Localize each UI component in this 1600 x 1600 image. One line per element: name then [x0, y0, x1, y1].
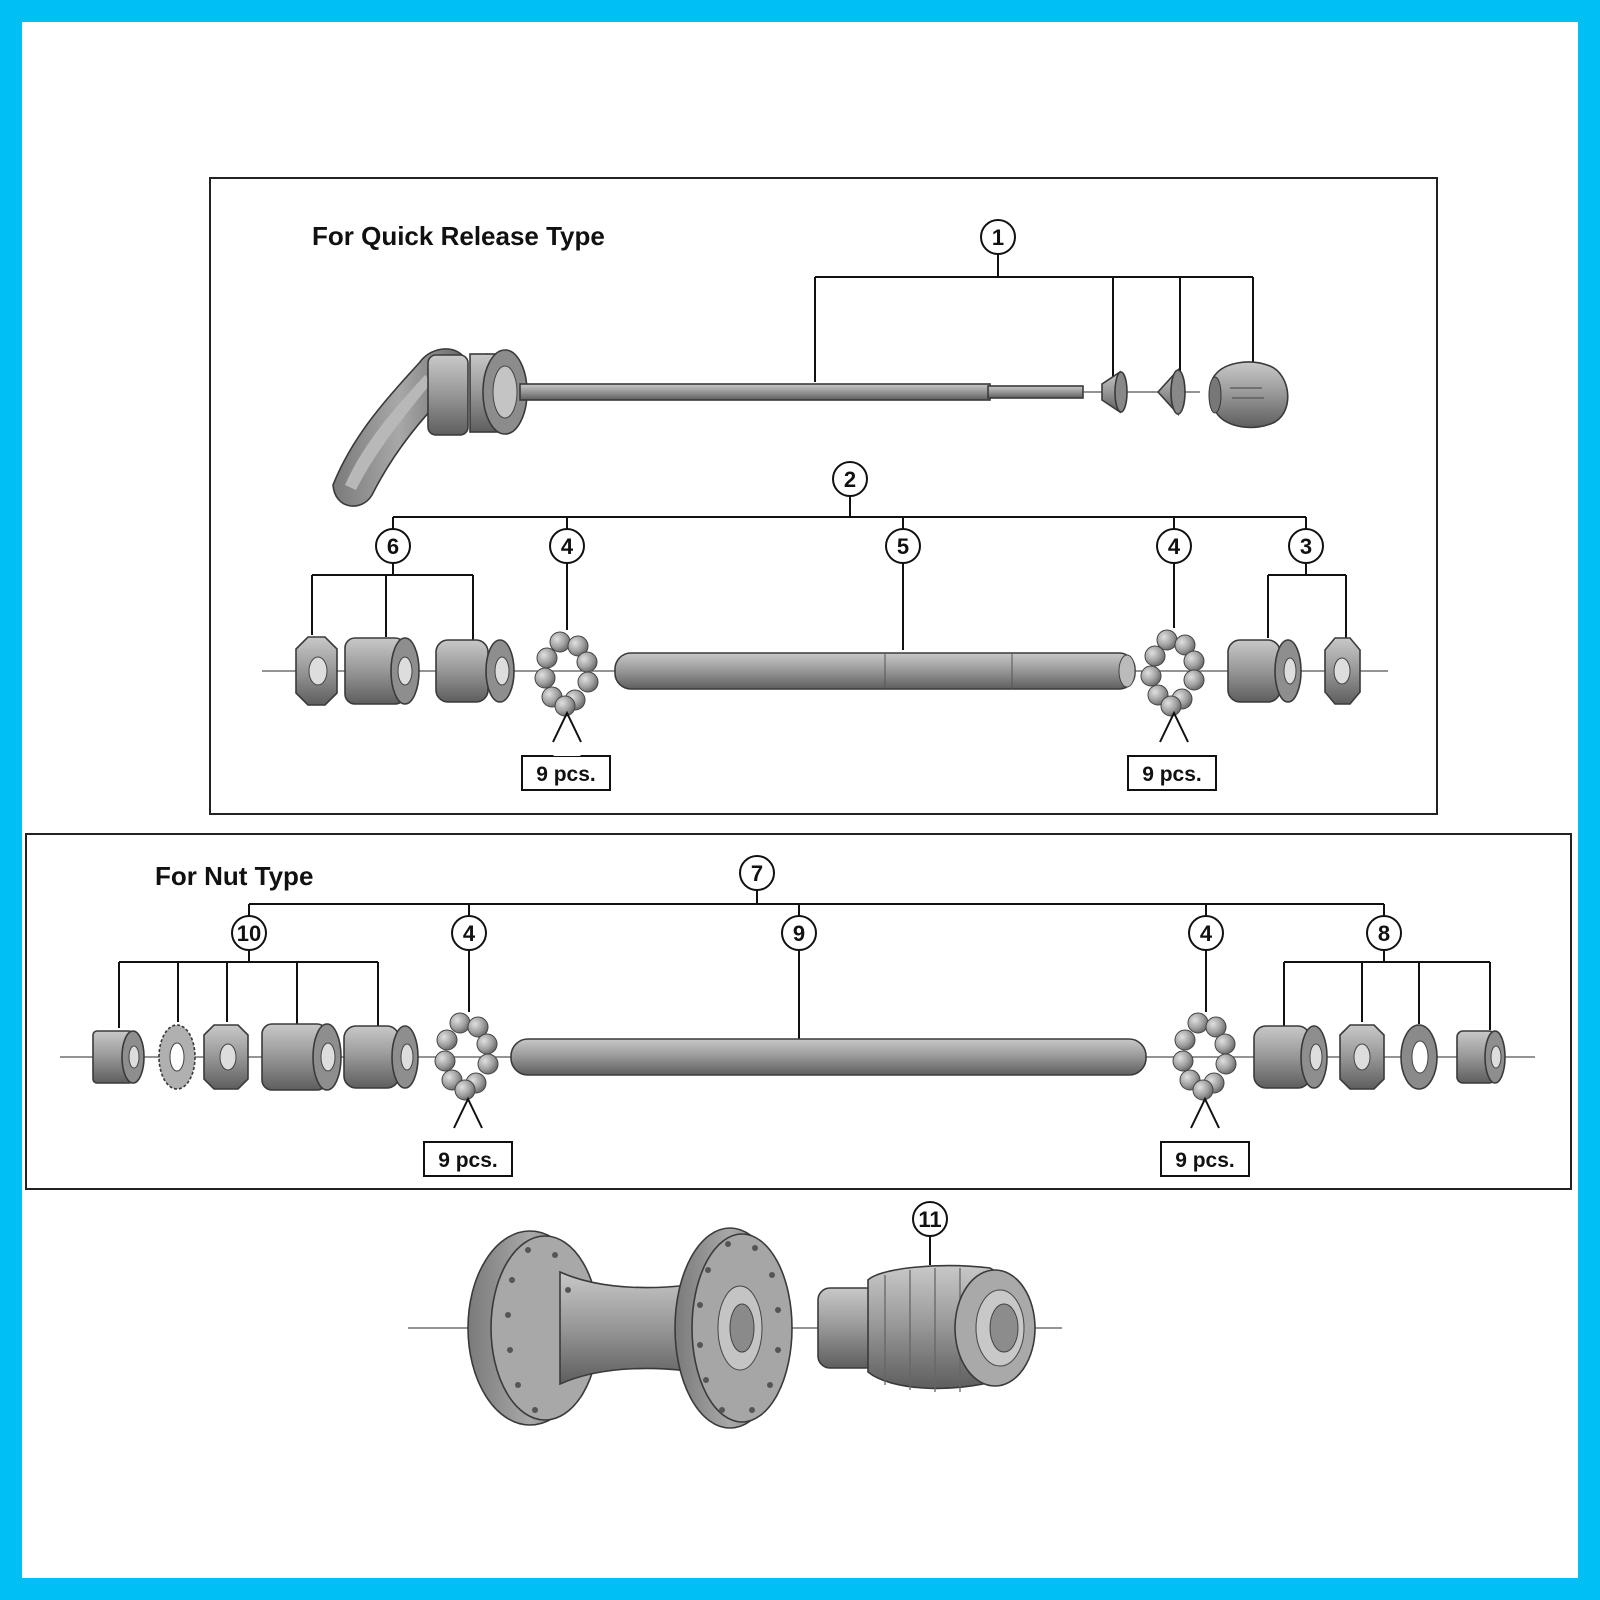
callout-7: 7 — [248, 855, 1385, 916]
callout-5: 5 — [885, 528, 921, 650]
skewer-lever-icon — [332, 348, 1084, 507]
ball-bearing-icon — [1172, 1012, 1237, 1101]
svg-text:9: 9 — [793, 921, 805, 946]
quick-release-section: For Quick Release Type 1 — [209, 177, 1438, 815]
callout-10: 10 — [118, 915, 379, 1028]
nut-type-frame — [25, 833, 1572, 1190]
qr-spring-2-icon — [1156, 367, 1186, 417]
svg-text:9 pcs.: 9 pcs. — [438, 1149, 498, 1172]
callout-2: 2 — [392, 461, 1307, 529]
svg-text:8: 8 — [1378, 921, 1390, 946]
serrated-locknut-icon — [1324, 637, 1361, 705]
cone-right-icon — [1253, 1025, 1328, 1089]
svg-text:1: 1 — [992, 225, 1004, 250]
svg-text:10: 10 — [237, 921, 261, 946]
callout-4c: 4 — [451, 915, 487, 1012]
nut-type-section: For Nut Type 7 10 4 9 4 8 — [25, 833, 1572, 1190]
svg-text:2: 2 — [844, 467, 856, 492]
ball-bearing-icon — [434, 1012, 499, 1101]
svg-text:4: 4 — [1168, 534, 1181, 559]
callout-11: 11 — [912, 1201, 948, 1265]
svg-text:4: 4 — [463, 921, 476, 946]
qty-label-nut-right: 9 pcs. — [1160, 1096, 1250, 1177]
svg-text:4: 4 — [1200, 921, 1213, 946]
svg-text:3: 3 — [1300, 534, 1312, 559]
locknut-icon — [295, 636, 338, 706]
lock-washer-icon — [1400, 1024, 1438, 1090]
callout-4b: 4 — [1156, 528, 1192, 628]
callout-4d: 4 — [1188, 915, 1224, 1012]
svg-text:7: 7 — [751, 861, 763, 886]
svg-text:9 pcs.: 9 pcs. — [536, 763, 596, 786]
svg-text:4: 4 — [561, 534, 574, 559]
callout-6: 6 — [311, 528, 474, 640]
hub-shell-icon — [467, 1227, 793, 1429]
axle-nut-icon — [92, 1030, 145, 1084]
locknut-icon — [203, 1024, 249, 1090]
cone-left-icon — [343, 1025, 419, 1089]
callout-1: 1 — [814, 219, 1254, 382]
svg-text:5: 5 — [897, 534, 909, 559]
svg-text:9 pcs.: 9 pcs. — [1142, 763, 1202, 786]
cone-left-icon — [435, 639, 515, 703]
axle-nut-right-icon — [1456, 1030, 1506, 1084]
svg-text:11: 11 — [918, 1207, 941, 1232]
callout-9: 9 — [781, 915, 817, 1040]
qty-label-nut-left: 9 pcs. — [423, 1096, 513, 1177]
qty-label-qr-left: 9 pcs. — [521, 710, 611, 791]
callout-4a: 4 — [549, 528, 585, 630]
ball-bearing-icon — [1140, 629, 1205, 717]
spacer-icon — [344, 637, 420, 705]
qr-nut-icon — [1208, 361, 1289, 429]
nut-type-title: For Nut Type — [155, 861, 313, 891]
svg-text:6: 6 — [387, 534, 399, 559]
freehub-body-icon — [817, 1264, 1036, 1392]
qty-label-qr-right: 9 pcs. — [1127, 710, 1217, 791]
qr-spring-1-icon — [1101, 370, 1128, 414]
callout-3: 3 — [1267, 528, 1347, 640]
svg-text:9 pcs.: 9 pcs. — [1175, 1149, 1235, 1172]
hollow-axle-icon — [614, 652, 1136, 690]
cone-right-icon — [1227, 639, 1302, 703]
callout-8: 8 — [1283, 915, 1491, 1030]
spacer-icon — [261, 1023, 342, 1091]
ball-bearing-icon — [534, 631, 599, 717]
solid-axle-icon — [510, 1038, 1147, 1076]
serrated-locknut-icon — [1339, 1024, 1385, 1090]
quick-release-title: For Quick Release Type — [312, 221, 605, 251]
hub-section: 11 — [408, 1201, 1062, 1429]
serrated-washer-icon — [158, 1024, 196, 1090]
quick-release-frame — [209, 177, 1438, 815]
